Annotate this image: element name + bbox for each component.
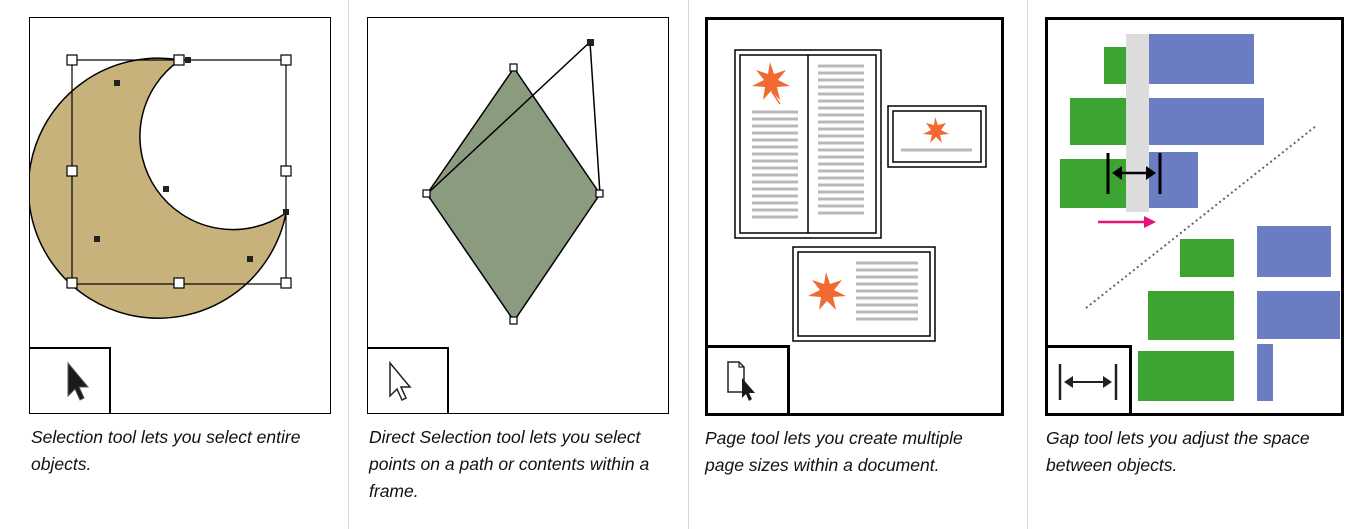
gap-highlight — [1126, 34, 1149, 212]
small-page — [887, 105, 987, 168]
page-tool-button[interactable] — [708, 345, 790, 413]
caption-selection-tool: Selection tool lets you select entire ob… — [31, 427, 301, 474]
direct-selection-tool-icon — [389, 360, 412, 402]
caption-gap-tool: Gap tool lets you adjust the space betwe… — [1046, 428, 1310, 475]
anchor-points — [94, 57, 289, 262]
diamond-shape — [426, 66, 601, 323]
gap-tool-figure — [1045, 17, 1344, 416]
cell-selection-tool: Selection tool lets you select entire ob… — [0, 0, 349, 529]
moon-illustration — [30, 54, 292, 319]
leaf-icon — [808, 272, 846, 310]
page-sizes-illustration — [734, 49, 987, 342]
direct-selection-tool-button[interactable] — [368, 347, 449, 413]
selection-tool-figure — [29, 17, 331, 414]
spread-page — [734, 49, 882, 239]
green-objects — [1060, 47, 1234, 401]
dotted-divider — [1085, 125, 1317, 309]
gap-tool-button[interactable] — [1048, 345, 1132, 413]
direct-selection-tool-figure — [367, 17, 669, 414]
gap-illustration — [1060, 34, 1340, 401]
pink-direction-arrow — [1098, 216, 1156, 228]
gap-tool-icon — [1058, 364, 1118, 400]
moon-shape — [30, 57, 288, 319]
page-tool-icon — [727, 361, 755, 401]
blue-objects — [1149, 34, 1340, 401]
cell-direct-selection-tool: Direct Selection tool lets you select po… — [349, 0, 689, 529]
cell-gap-tool: Gap tool lets you adjust the space betwe… — [1028, 0, 1359, 529]
leaf-icon — [923, 117, 949, 143]
selection-tool-button[interactable] — [30, 347, 111, 413]
page-tool-figure — [705, 17, 1004, 416]
bounding-box-handles — [66, 54, 292, 289]
diamond-illustration — [422, 39, 604, 325]
gap-double-arrow — [1112, 166, 1156, 180]
direction-handle — [587, 39, 594, 46]
anchor-points — [422, 63, 604, 325]
cell-page-tool: Page tool lets you create multiple page … — [689, 0, 1028, 529]
caption-direct-selection-tool: Direct Selection tool lets you select po… — [369, 427, 650, 501]
caption-page-tool: Page tool lets you create multiple page … — [705, 428, 963, 475]
leaf-icon — [752, 62, 790, 100]
gap-resize-indicator — [1106, 153, 1162, 194]
medium-page — [792, 246, 936, 342]
selection-tool-icon — [67, 361, 90, 401]
